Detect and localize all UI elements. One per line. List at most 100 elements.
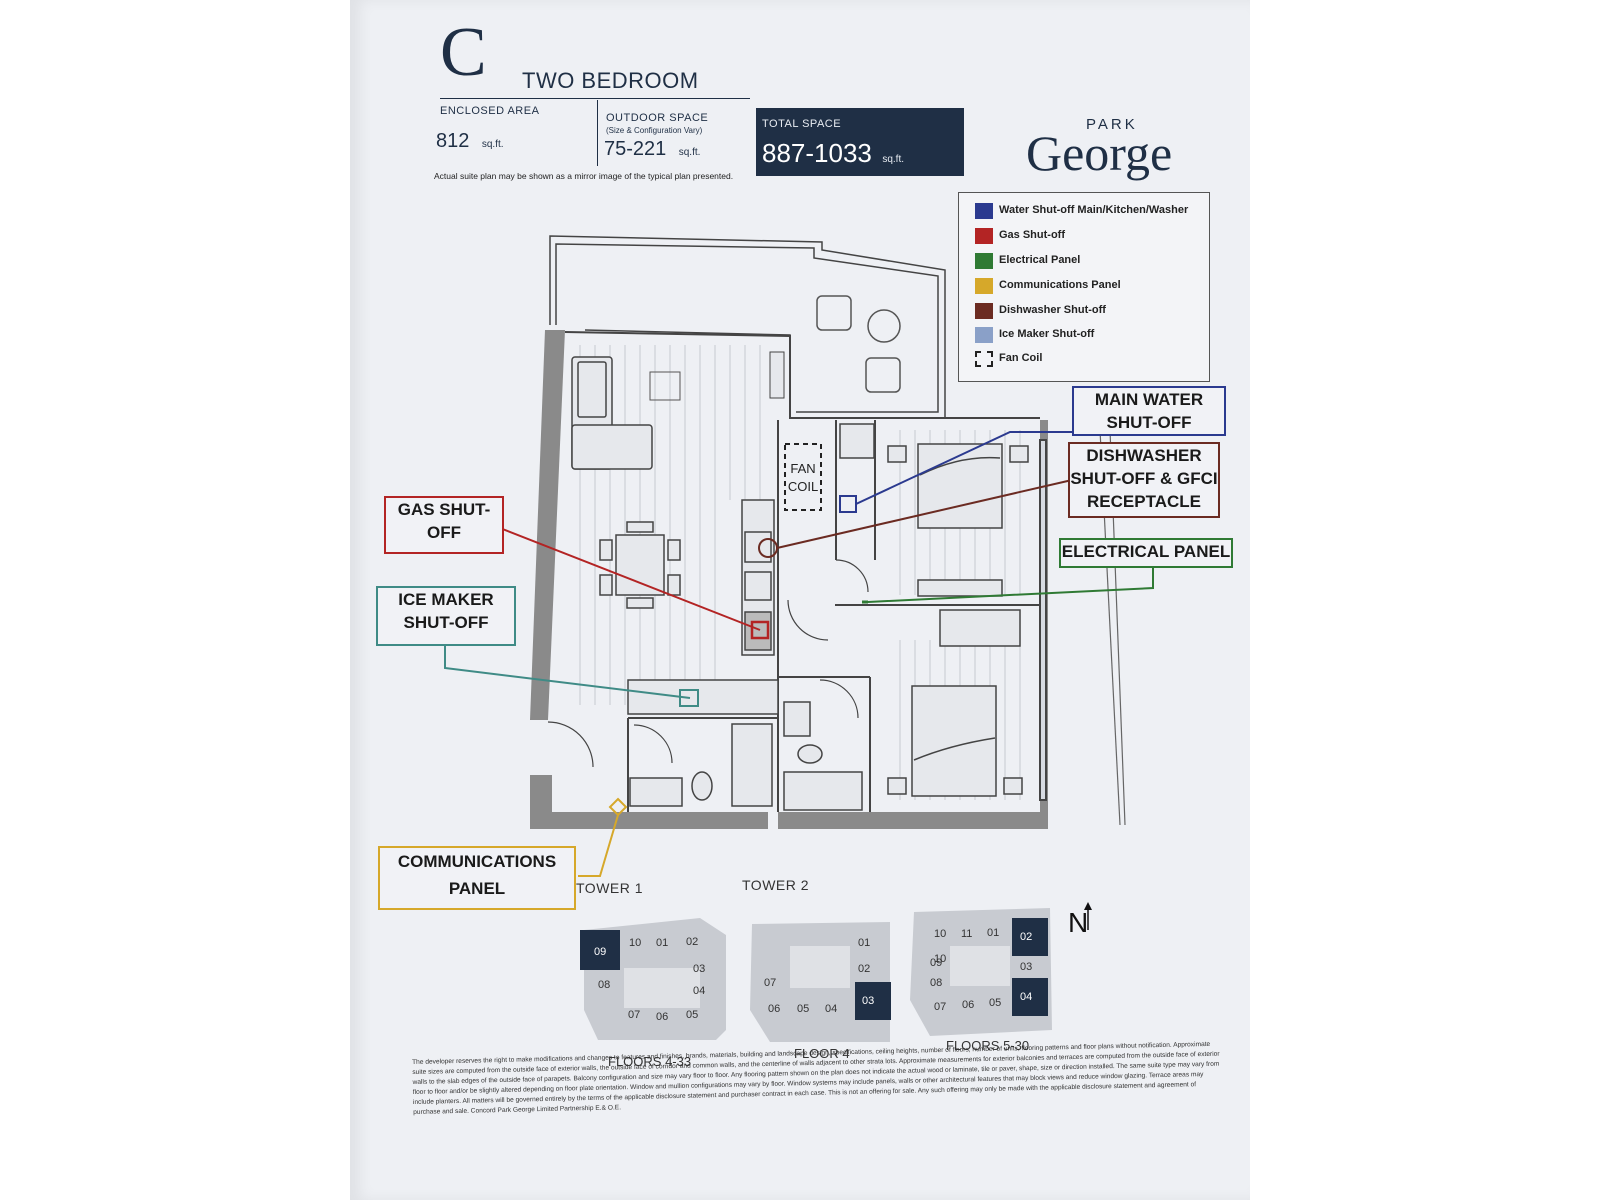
kp3-unit: 02 [1020, 931, 1032, 943]
total-space-value: 887-1033 [762, 138, 872, 168]
header-rule [440, 98, 750, 99]
unit-letter: C [440, 14, 487, 91]
callout-dishwasher-line-3: RECEPTACLE [1087, 492, 1201, 511]
fan-coil-icon [784, 443, 822, 511]
kp1-unit: 04 [693, 985, 705, 997]
kp3-unit: 04 [1020, 991, 1032, 1003]
outdoor-space-value: 75-221 [604, 138, 667, 160]
keyplan-floors-5-30 [910, 908, 1052, 1036]
pantry-icon [769, 351, 785, 399]
kp1-unit: 05 [686, 1009, 698, 1021]
fan-coil-label-1: FAN [790, 461, 815, 476]
callout-ice-maker-line-1: ICE MAKER [398, 590, 494, 609]
enclosed-area-label: ENCLOSED AREA [440, 105, 540, 117]
callout-dishwasher: DISHWASHER SHUT-OFF & GFCI RECEPTACLE [1068, 442, 1220, 518]
legend-electrical: Electrical Panel [999, 254, 1081, 266]
kp1-unit: 09 [594, 946, 606, 958]
callout-electrical-panel: ELECTRICAL PANEL [1059, 538, 1233, 568]
electrical-swatch-icon [975, 253, 993, 269]
kp3-unit: 03 [1020, 961, 1032, 973]
floors-4-33-label: FLOORS 4-33 [608, 1054, 692, 1069]
callout-gas-line-2: OFF [427, 523, 461, 542]
kp1-unit: 03 [693, 963, 705, 975]
total-space-unit: sq.ft. [882, 154, 905, 165]
dishwasher-swatch-icon [975, 303, 993, 319]
total-space-box: TOTAL SPACE 887-1033 sq.ft. [756, 108, 964, 176]
kp3-unit: 10 [934, 953, 946, 965]
callout-ice-maker-line-2: SHUT-OFF [403, 613, 489, 632]
unit-type-title: TWO BEDROOM [522, 68, 699, 93]
bed-icon [887, 443, 1029, 597]
keyplan-tower-2 [750, 922, 891, 1042]
icemaker-marker-icon [679, 689, 699, 707]
legend-gas: Gas Shut-off [999, 229, 1065, 241]
kp3-unit: 07 [934, 1001, 946, 1013]
callout-communications: COMMUNICATIONS PANEL [378, 846, 576, 910]
outdoor-space: 75-221 sq.ft. [604, 138, 700, 161]
brand-george: George [1026, 125, 1173, 181]
callout-dishwasher-line-1: DISHWASHER [1086, 446, 1202, 465]
callout-gas: GAS SHUT- OFF [384, 496, 504, 554]
brand-park: PARK [1086, 116, 1138, 133]
outdoor-space-unit: sq.ft. [678, 147, 701, 158]
total-space: 887-1033 sq.ft. [762, 138, 904, 169]
callout-dishwasher-line-2: SHUT-OFF & GFCI [1070, 469, 1218, 488]
kp1-unit: 08 [598, 979, 610, 991]
leader-lines [444, 409, 1154, 877]
interior-walls [564, 331, 1047, 812]
callout-ice-maker: ICE MAKER SHUT-OFF [376, 586, 516, 646]
keyplan-unit-numbers: 09 10 01 02 03 08 04 07 06 05 01 02 07 0… [594, 927, 1032, 1023]
floor-4-label: FLOOR 4 [794, 1046, 850, 1061]
kp2-unit: 02 [858, 963, 870, 975]
communications-swatch-icon [975, 278, 993, 294]
side-table-icon [649, 371, 681, 401]
kp1-unit: 02 [686, 936, 698, 948]
keyplan-tower-1 [580, 918, 726, 1040]
kp3-unit: 01 [987, 927, 999, 939]
legend: Water Shut-off Main/Kitchen/Washer Gas S… [958, 192, 1210, 382]
enclosed-area-value: 812 [436, 130, 470, 152]
tower-2-label: TOWER 2 [742, 877, 810, 893]
gas-marker-icon [750, 620, 770, 640]
callout-gas-line-1: GAS SHUT- [397, 500, 491, 519]
gas-swatch-icon [975, 228, 993, 244]
icemaker-swatch-icon [975, 327, 993, 343]
sofa-icon [571, 356, 653, 470]
floors-5-30-label: FLOORS 5-30 [946, 1038, 1030, 1053]
kp1-unit: 06 [656, 1011, 668, 1023]
kp3-unit: 10 [934, 928, 946, 940]
legend-communications: Communications Panel [999, 279, 1121, 291]
mirror-note: Actual suite plan may be shown as a mirr… [434, 171, 734, 181]
kp2-unit: 04 [825, 1003, 837, 1015]
kp3-unit: 08 [930, 977, 942, 989]
kp2-unit: 01 [858, 937, 870, 949]
enclosed-area: 812 sq.ft. [436, 130, 504, 153]
main-bathroom [627, 679, 779, 807]
outdoor-space-sublabel: (Size & Configuration Vary) [606, 126, 703, 135]
legend-water: Water Shut-off Main/Kitchen/Washer [999, 204, 1189, 216]
kp2-unit: 06 [768, 1003, 780, 1015]
callout-electrical-line-1: ELECTRICAL PANEL [1061, 542, 1231, 561]
kp1-unit: 10 [629, 937, 641, 949]
ensuite-bathroom [783, 423, 875, 811]
header-divider [597, 100, 598, 166]
fan-coil-label-2: COIL [788, 479, 818, 494]
water-swatch-icon [975, 203, 993, 219]
kp1-unit: 01 [656, 937, 668, 949]
legend-fan-coil: Fan Coil [999, 352, 1043, 364]
tower-1-label: TOWER 1 [576, 880, 644, 896]
callout-main-water-line-1: MAIN WATER [1094, 390, 1204, 409]
kitchen-counter [741, 499, 775, 656]
kp3-unit: 05 [989, 997, 1001, 1009]
patio-furniture-icon [816, 295, 901, 393]
callout-main-water-line-2: SHUT-OFF [1106, 413, 1192, 432]
bed-2-icon [887, 609, 1023, 797]
legend-icemaker: Ice Maker Shut-off [999, 328, 1095, 340]
main-water-marker-icon [839, 495, 857, 513]
north-label: N [1068, 907, 1088, 938]
legend-dishwasher: Dishwasher Shut-off [999, 304, 1106, 316]
exterior-walls [530, 330, 1048, 829]
kp3-unit: 11 [961, 928, 972, 940]
callout-main-water: MAIN WATER SHUT-OFF [1072, 386, 1226, 436]
